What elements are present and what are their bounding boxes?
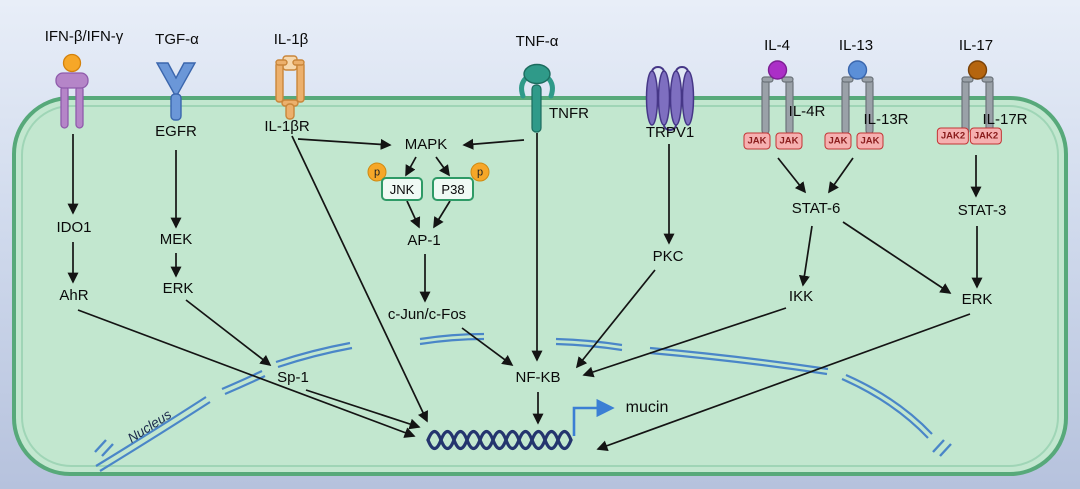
il13-ligand-icon — [847, 60, 868, 80]
label-egfr: EGFR — [155, 122, 197, 140]
arrow-stat6-erk — [842, 221, 952, 294]
arrow-tnfr-mapk — [462, 138, 525, 150]
jak2-box: JAK2 — [969, 127, 1003, 145]
label-tnfr: TNFR — [549, 104, 589, 122]
il4-receptor-icon — [761, 60, 794, 135]
arrow-cjun-nfkb — [461, 327, 514, 366]
label-tgfa: TGF-α — [155, 30, 199, 48]
arrow-il1br-dna — [291, 135, 428, 423]
label-trpv1: TRPV1 — [645, 123, 695, 141]
label-stat6: STAT-6 — [791, 199, 841, 217]
arrow-ahr-dna — [77, 309, 416, 438]
label-mek: MEK — [159, 230, 193, 248]
phospho-icon: p — [367, 162, 387, 182]
jnk-box: JNK — [381, 177, 423, 201]
label-pkc: PKC — [652, 247, 684, 265]
arrow-pkc-nfkb — [575, 269, 656, 369]
tnfa-ligand-icon — [523, 63, 551, 85]
label-tnfa: TNF-α — [515, 32, 559, 50]
arrow-stat6-ikk — [798, 225, 813, 287]
label-stat3: STAT-3 — [957, 201, 1007, 219]
nucleus-envelope — [94, 332, 952, 472]
arrow-il4-stat6 — [777, 157, 807, 194]
label-il4: IL-4 — [764, 36, 790, 54]
mucin-transcription-arrow — [572, 398, 615, 436]
jak-box: JAK — [824, 132, 852, 150]
arrow-il13-stat6 — [828, 157, 854, 194]
label-il13: IL-13 — [838, 36, 874, 54]
il4-ligand-icon — [767, 60, 788, 80]
arrow-mapk-p38 — [435, 156, 450, 177]
arrow-ikk-nfkb — [582, 307, 787, 378]
p38-box: P38 — [432, 177, 474, 201]
arrow-erk-dna — [596, 313, 971, 451]
jak2-box: JAK2 — [936, 127, 970, 145]
label-ikk: IKK — [788, 287, 814, 305]
label-ido1: IDO1 — [56, 218, 92, 236]
label-mapk: MAPK — [404, 135, 448, 153]
label-il13r: IL-13R — [863, 110, 909, 128]
ifn-receptor-icon — [55, 53, 89, 129]
label-cjun: c-Jun/c-Fos — [387, 305, 467, 323]
arrow-mapk-jnk — [405, 156, 417, 177]
jak-box: JAK — [856, 132, 884, 150]
label-ifn: IFN-β/IFN-γ — [44, 27, 124, 45]
phospho-icon: p — [470, 162, 490, 182]
pathway-arrows — [67, 133, 983, 451]
label-il17r: IL-17R — [982, 110, 1028, 128]
label-nfkb: NF-KB — [515, 368, 561, 386]
label-erk-right: ERK — [961, 290, 993, 308]
arrow-p38-ap1 — [433, 200, 451, 229]
label-sp1: Sp-1 — [277, 368, 309, 386]
ifn-ligand-icon — [62, 53, 82, 73]
il17-ligand-icon — [967, 60, 988, 80]
label-il17: IL-17 — [958, 36, 994, 54]
il1b-receptor-icon — [275, 55, 305, 120]
arrow-jnk-ap1 — [406, 200, 421, 229]
tnfr-receptor-icon — [519, 63, 555, 133]
dna-helix — [426, 429, 573, 451]
jak-box: JAK — [775, 132, 803, 150]
arrow-erk-sp1 — [185, 299, 272, 367]
trpv1-channel-icon — [645, 66, 695, 131]
arrow-il1br-mapk — [297, 138, 392, 150]
label-il1br: IL-1βR — [264, 117, 310, 135]
label-erk: ERK — [162, 279, 194, 297]
jak-box: JAK — [743, 132, 771, 150]
il13-receptor-icon — [841, 60, 874, 135]
label-il4r: IL-4R — [788, 102, 826, 120]
label-ap1: AP-1 — [407, 231, 441, 249]
label-ahr: AhR — [59, 286, 89, 304]
egfr-receptor-icon — [155, 62, 197, 121]
label-mucin: mucin — [625, 399, 669, 417]
label-il1b: IL-1β — [273, 30, 309, 48]
arrow-sp1-dna — [305, 389, 421, 430]
